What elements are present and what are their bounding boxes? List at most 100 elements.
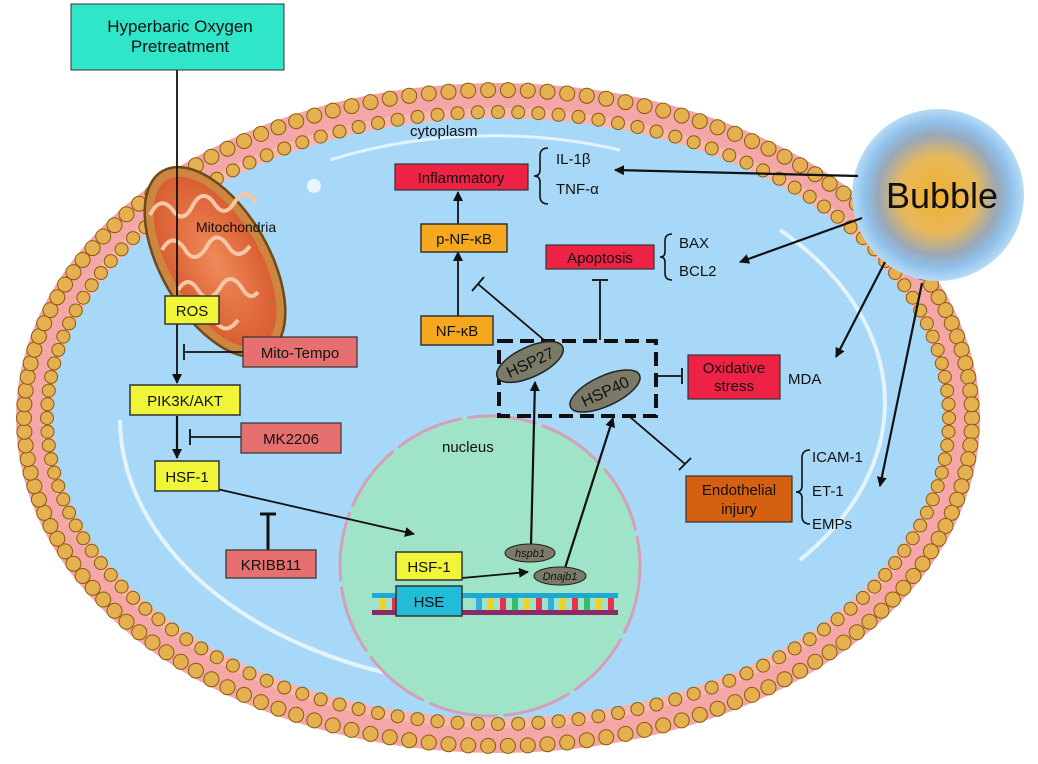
membrane-head xyxy=(74,252,91,268)
membrane-head xyxy=(937,369,952,384)
membrane-head xyxy=(242,666,257,681)
membrane-head xyxy=(381,729,398,746)
membrane-head xyxy=(401,732,418,749)
membrane-head xyxy=(288,113,305,130)
membrane-head xyxy=(242,155,257,170)
membrane-head xyxy=(835,634,852,651)
membrane-head xyxy=(960,368,977,385)
membrane-head xyxy=(390,709,405,724)
nfkb-label: NF-κB xyxy=(436,323,479,340)
membrane-head xyxy=(420,85,437,102)
membrane-head xyxy=(26,341,43,358)
membrane-head xyxy=(821,175,838,192)
membrane-head xyxy=(26,478,43,495)
membrane-head xyxy=(126,590,141,605)
pik3k-label: PIK3K/AKT xyxy=(147,393,223,410)
membrane-head xyxy=(187,662,204,679)
membrane-head xyxy=(897,543,912,558)
membrane-head xyxy=(343,98,360,115)
dna-backbone-bottom xyxy=(372,610,618,615)
dna-backbone-top xyxy=(372,593,618,598)
arrow-hspb1-to-hsp27 xyxy=(529,381,540,547)
membrane-head xyxy=(802,189,817,204)
membrane-head xyxy=(106,602,123,619)
membrane-head xyxy=(937,517,954,534)
hsf1-label: HSF-1 xyxy=(165,469,208,486)
dna-base-pair xyxy=(536,598,542,610)
membrane-head xyxy=(709,119,726,136)
membrane-head xyxy=(957,464,974,481)
membrane-head xyxy=(636,98,653,115)
membrane-head xyxy=(772,650,787,665)
membrane-head xyxy=(855,590,870,605)
membrane-head xyxy=(673,107,690,124)
membrane-head xyxy=(295,686,310,701)
membrane-head xyxy=(830,209,845,224)
membrane-head xyxy=(861,613,878,630)
membrane-head xyxy=(203,148,220,165)
membrane-head xyxy=(49,289,66,306)
membrane-head xyxy=(131,624,148,641)
nfkb-box xyxy=(420,315,494,346)
membrane-head xyxy=(332,124,347,139)
membrane-head xyxy=(17,437,34,454)
membrane-head xyxy=(867,579,882,594)
membrane-head xyxy=(253,125,269,142)
membrane-head xyxy=(611,116,625,130)
hse-box xyxy=(395,585,463,617)
membrane-head xyxy=(253,694,269,711)
membrane-head xyxy=(259,148,274,163)
kribb11-label: KRIBB11 xyxy=(241,557,302,574)
membrane-head xyxy=(636,721,653,738)
membrane-head xyxy=(655,717,672,734)
membrane-head xyxy=(179,632,194,647)
membrane-head xyxy=(17,382,34,399)
mitochondria-cristae xyxy=(148,192,260,331)
membrane-head xyxy=(430,714,445,729)
membrane-head xyxy=(118,613,135,630)
membrane-head xyxy=(914,555,931,572)
arrow-bubble-to-cytokines xyxy=(614,165,859,178)
membrane-head xyxy=(511,105,526,120)
membrane-head xyxy=(843,601,858,616)
membrane-head xyxy=(480,82,497,99)
dnajb1-shape xyxy=(533,566,587,586)
membrane-head xyxy=(491,105,505,119)
membrane-head xyxy=(821,644,838,661)
mito-tempo-box xyxy=(242,336,358,368)
apoptosis-box xyxy=(545,244,655,270)
hsf1-nucleus-box xyxy=(395,551,463,581)
membrane-head xyxy=(22,464,39,481)
dna-base-pair xyxy=(560,598,566,610)
membrane-head xyxy=(942,411,956,425)
membrane-head xyxy=(722,148,737,163)
dnajb1-label: Dnajb1 xyxy=(543,571,578,583)
oxidative-line2: stress xyxy=(714,378,754,395)
membrane-head xyxy=(776,671,793,688)
membrane-head xyxy=(65,264,82,281)
membrane-head xyxy=(649,124,664,139)
bubble-label: Bubble xyxy=(886,175,998,216)
membrane-head xyxy=(802,632,817,647)
brace-apoptosis xyxy=(659,233,673,281)
membrane-head xyxy=(225,658,240,673)
membrane-head xyxy=(744,133,760,150)
marker-il1b: IL-1β xyxy=(556,151,591,168)
p-nfkb-box xyxy=(420,223,508,253)
membrane-head xyxy=(42,302,59,319)
mk2206-box xyxy=(240,422,342,454)
membrane-head xyxy=(172,653,189,670)
endothelial-line1: Endothelial xyxy=(702,482,776,499)
membrane-head xyxy=(957,355,974,372)
mitochondria xyxy=(143,165,287,359)
membrane-head xyxy=(630,702,645,716)
membrane-head xyxy=(519,82,536,99)
membrane-head xyxy=(835,185,852,202)
pretreatment-box xyxy=(70,3,285,71)
membrane-head xyxy=(940,383,955,398)
inhibit-hsp-pnfkb xyxy=(477,283,545,341)
membrane-head xyxy=(578,732,595,749)
oxidative-line1: Oxidative xyxy=(703,360,766,377)
membrane-head xyxy=(591,709,606,724)
membrane-head xyxy=(95,591,112,608)
